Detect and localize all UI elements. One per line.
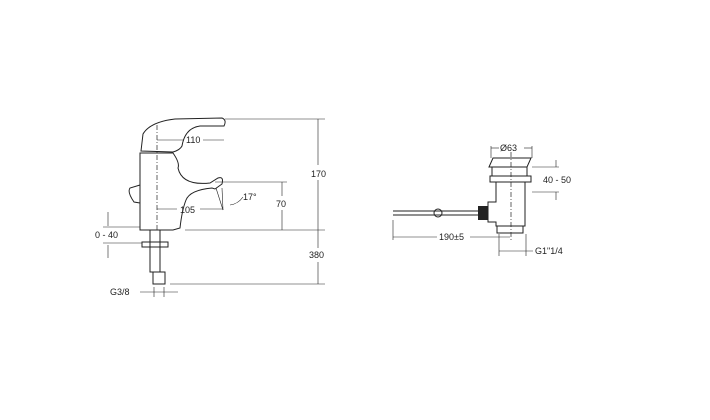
dim-diameter: Ø63: [500, 143, 517, 153]
dim-angle: 17°: [243, 192, 257, 202]
drain-drawing: Ø63 40 - 50 190±5 G1"1/4: [392, 143, 571, 256]
dim-thread: G1"1/4: [535, 246, 563, 256]
faucet-body: [139, 152, 223, 231]
drain-body: [487, 157, 532, 234]
faucet-stem: [149, 229, 161, 273]
dim-connection: G3/8: [110, 287, 130, 297]
dim-total-height: 170: [311, 169, 326, 179]
dim-spout-height: 70: [276, 199, 286, 209]
dim-spout-reach-upper: 110: [186, 135, 200, 145]
dim-below-deck: 380: [309, 250, 324, 260]
drain-rod-ball: [433, 208, 443, 218]
dim-deck-thickness: 0 - 40: [95, 230, 118, 240]
faucet-drawing: 170 380 110 105 17° 70 0 - 40 G3/8: [95, 117, 326, 297]
faucet-nut: [141, 241, 169, 248]
dim-spout-reach-lower: 105: [180, 205, 195, 215]
dim-rod-length: 190±5: [439, 232, 464, 242]
drain-rod-nut: [478, 206, 488, 220]
faucet-handle-back: [128, 184, 141, 204]
faucet-lever: [140, 117, 226, 153]
faucet-connector: [152, 271, 166, 285]
dim-drain-height: 40 - 50: [543, 175, 571, 185]
